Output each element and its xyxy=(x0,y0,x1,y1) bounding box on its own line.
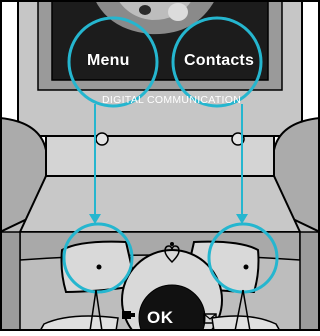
ok-button-label: OK xyxy=(147,308,174,328)
menu-soft-key-label: Menu xyxy=(87,52,130,70)
contacts-soft-key-label: Contacts xyxy=(184,52,254,70)
brand-text: DIGITAL COMMUNICATION xyxy=(102,94,241,106)
hinge-screw-left xyxy=(96,133,108,145)
